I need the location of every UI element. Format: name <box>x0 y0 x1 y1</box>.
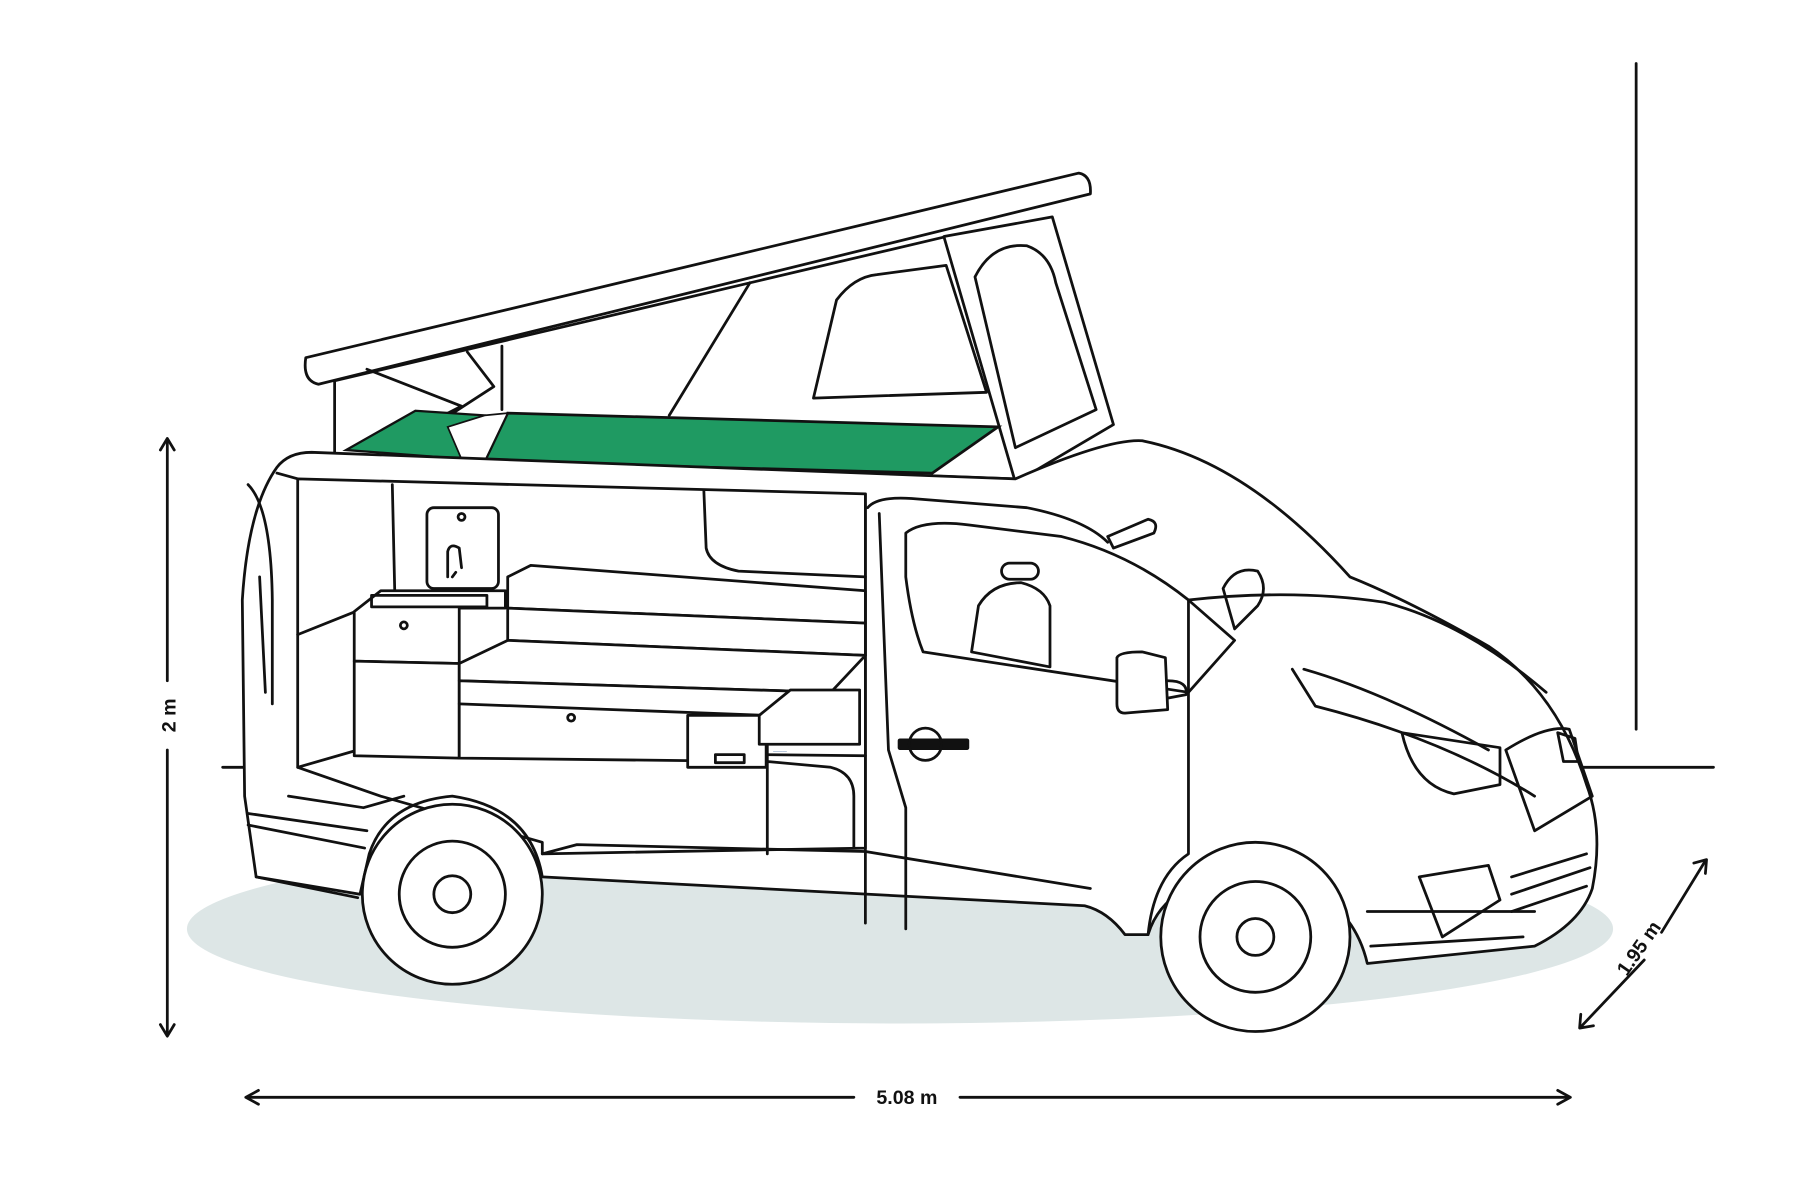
height-dimension: 2 m <box>158 437 180 1038</box>
van-body: ——— <box>240 439 1599 965</box>
width-label: 1.95 m <box>1613 917 1666 980</box>
brand-logo: ——— <box>773 748 787 753</box>
height-label: 2 m <box>158 698 180 732</box>
front-wheel <box>1159 840 1352 1033</box>
pop-top-roof <box>303 171 1115 484</box>
length-label: 5.08 m <box>876 1087 937 1109</box>
length-dimension: 5.08 m <box>244 1087 1572 1109</box>
door-handle <box>897 738 970 750</box>
rear-wheel <box>360 802 544 986</box>
